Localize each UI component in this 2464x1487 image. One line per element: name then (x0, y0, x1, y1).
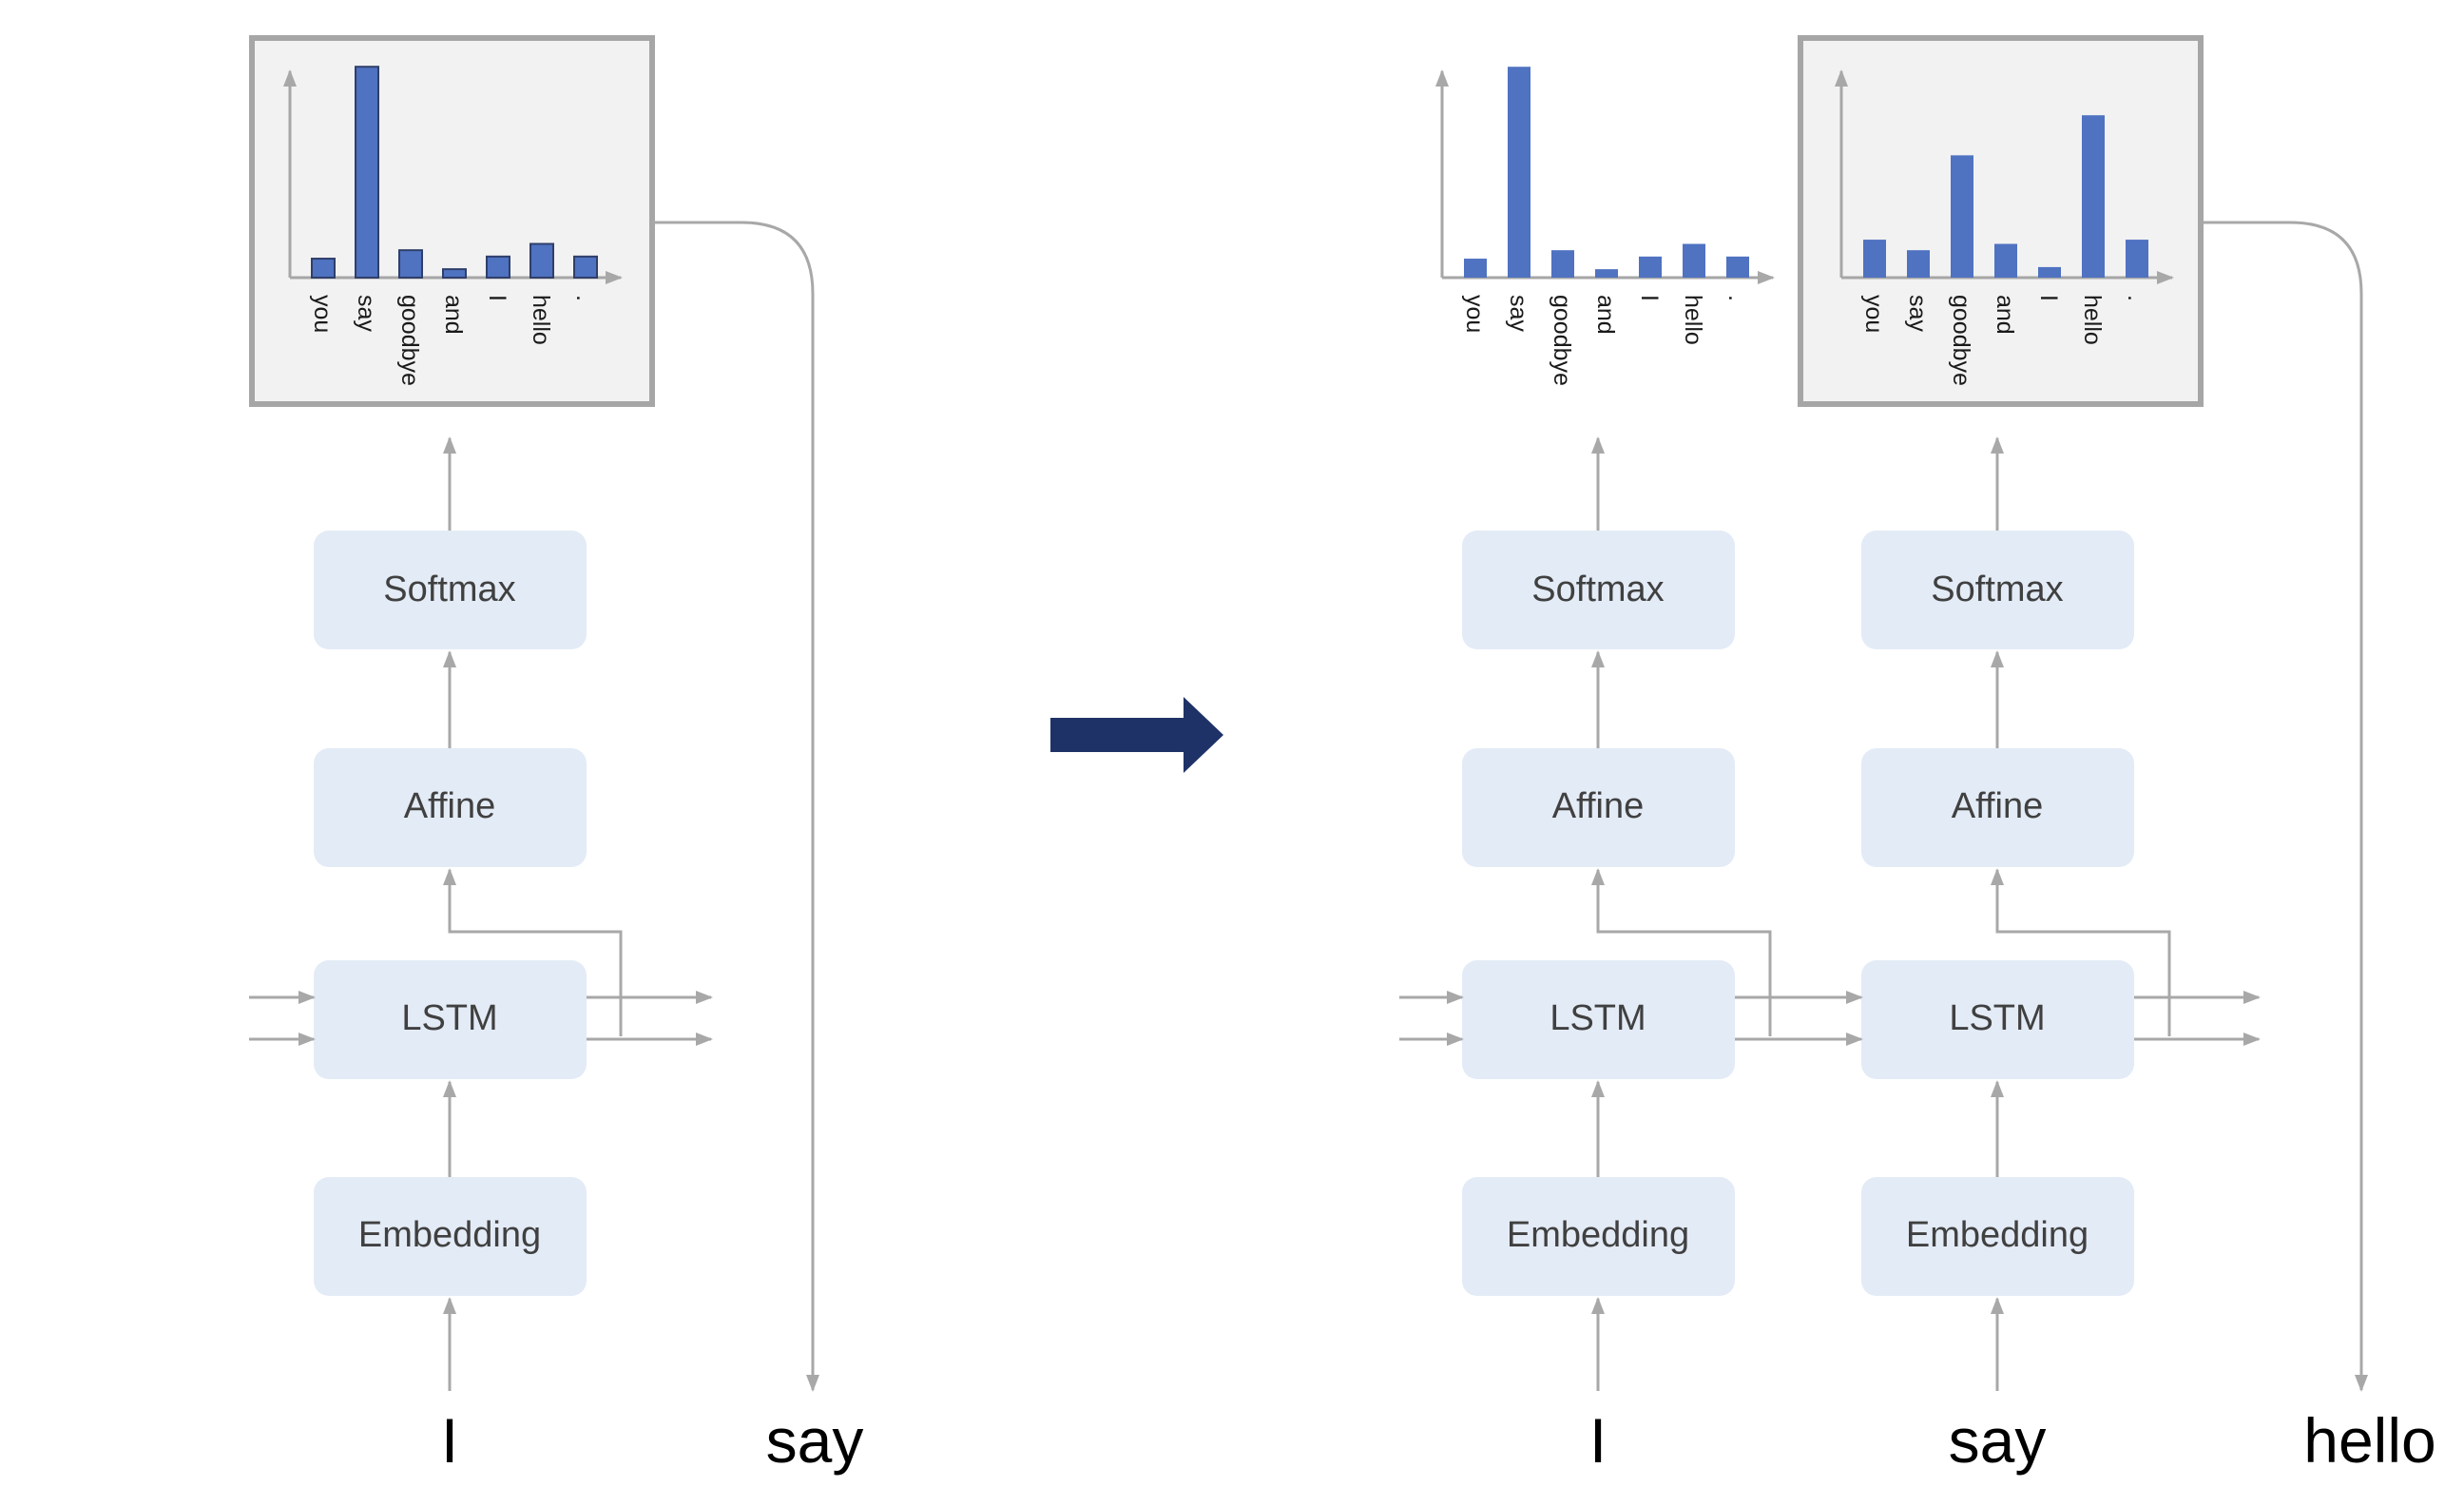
left-lstm-label: LSTM (401, 998, 497, 1038)
chart-tick-label: and (1592, 295, 1619, 335)
right-col1-affine-label: Affine (1552, 786, 1644, 826)
chart-bar (1994, 243, 2017, 278)
chart-tick-label: say (353, 295, 379, 332)
chart-tick-label: say (1505, 295, 1531, 332)
chart-bar (2038, 266, 2061, 278)
chart-tick-label: hello (1680, 295, 1706, 345)
left-connectors (249, 436, 713, 1391)
left-embedding-label: Embedding (358, 1215, 541, 1255)
chart-tick-label: you (1461, 295, 1488, 333)
chart-bar (1726, 256, 1749, 278)
chart-bar (1683, 243, 1705, 278)
chart-bar (355, 66, 379, 280)
right-col2-affine-label: Affine (1952, 786, 2043, 826)
right-output-word: hello (2303, 1405, 2435, 1476)
chart-bar (573, 255, 598, 279)
chart-bar (1863, 240, 1886, 278)
right-col2-embedding-layer: Embedding (1861, 1177, 2134, 1296)
chart-tick-label: I (484, 295, 510, 301)
chart-bar (1907, 250, 1930, 278)
chart-bar (398, 249, 423, 279)
chart-tick-label: goodbye (1948, 295, 1974, 386)
right-input-word-2: say (1949, 1405, 2047, 1476)
right-chart-box (1798, 35, 2204, 407)
right-col2-lstm-label: LSTM (1949, 998, 2045, 1038)
chart-tick-label: say (1904, 295, 1931, 332)
chart-tick-label: goodbye (396, 295, 423, 386)
chart-bar (1508, 67, 1530, 279)
right-col2-softmax-label: Softmax (1931, 570, 2063, 609)
chart-tick-label: . (571, 295, 598, 301)
right-col2-embedding-label: Embedding (1906, 1215, 2089, 1255)
right-col1-embedding-label: Embedding (1507, 1215, 1689, 1255)
chart-bar (311, 258, 336, 279)
right-col2-lstm-layer: LSTM (1861, 960, 2134, 1079)
right-col2-softmax-layer: Softmax (1861, 531, 2134, 649)
right-col1-softmax-layer: Softmax (1462, 531, 1735, 649)
right-col1-softmax-label: Softmax (1531, 570, 1664, 609)
left-output-word: say (766, 1405, 864, 1476)
chart-bar (1595, 269, 1618, 278)
right-col2-connectors (1991, 436, 2261, 1391)
left-embedding-layer: Embedding (314, 1177, 587, 1296)
left-input-word: I (441, 1405, 458, 1476)
chart-bar (2082, 115, 2105, 278)
chart-tick-label: I (1636, 295, 1663, 301)
left-softmax-layer: Softmax (314, 531, 587, 649)
chart-tick-label: and (440, 295, 467, 335)
left-chart-box (249, 35, 655, 407)
chart-bar (442, 268, 467, 280)
chart-tick-label: and (1992, 295, 2018, 335)
chart-bar (2126, 240, 2148, 278)
right-col2-affine-layer: Affine (1861, 748, 2134, 867)
right-col1-lstm-label: LSTM (1550, 998, 1646, 1038)
right-col1-embedding-layer: Embedding (1462, 1177, 1735, 1296)
right-input-word-1: I (1589, 1405, 1607, 1476)
chart-tick-label: I (2035, 295, 2062, 301)
chart-tick-label: hello (2079, 295, 2106, 345)
chart-tick-label: goodbye (1549, 295, 1575, 386)
chart-tick-label: you (1860, 295, 1887, 333)
chart-tick-label: hello (528, 295, 554, 345)
transition-arrow (1050, 697, 1223, 773)
chart-bar (529, 242, 554, 279)
chart-bar (1551, 250, 1574, 278)
left-affine-layer: Affine (314, 748, 587, 867)
left-affine-label: Affine (404, 786, 495, 826)
right-col1-affine-layer: Affine (1462, 748, 1735, 867)
right-col1-connectors (1399, 436, 1863, 1391)
right-col1-lstm-layer: LSTM (1462, 960, 1735, 1079)
left-lstm-layer: LSTM (314, 960, 587, 1079)
right-output-connector (2201, 221, 2368, 1392)
chart-tick-label: . (1723, 295, 1750, 301)
chart-bar (486, 255, 510, 279)
chart-tick-label: you (309, 295, 336, 333)
left-softmax-label: Softmax (383, 570, 515, 609)
chart-bar (1464, 259, 1487, 278)
chart-bar (1639, 256, 1662, 278)
chart-tick-label: . (2123, 295, 2149, 301)
chart-bar (1951, 155, 1973, 278)
left-output-connector (652, 221, 819, 1392)
